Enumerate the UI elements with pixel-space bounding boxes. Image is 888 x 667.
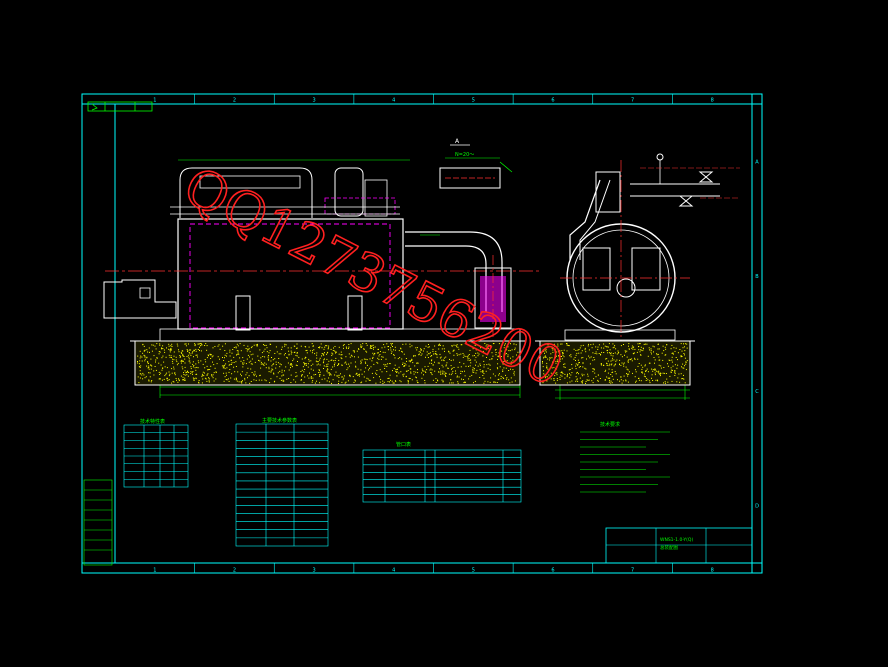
saddle-support (235, 295, 251, 331)
frame-row-label: D (755, 504, 759, 510)
detail-view: N=20～ A (439, 138, 513, 189)
pressure-gauge (656, 153, 664, 161)
frame-column-labels: 1 1 2 2 3 3 4 4 5 5 6 6 7 7 8 8 (153, 94, 714, 574)
table-title: 管口表 (396, 441, 411, 448)
title-block: WNS1-1.0-Y(Q) 总装配图 (605, 527, 753, 564)
frame-row-label: C (755, 389, 759, 395)
frame-col-label: 6 (551, 98, 554, 104)
boiler-side-view (555, 153, 740, 400)
frame-col-label: 3 (312, 568, 315, 574)
frame-row-label: B (755, 274, 759, 280)
furnace-hidden-line (189, 223, 391, 329)
frame-row-labels: A B C D (755, 159, 759, 509)
furnace-door-right (631, 247, 661, 291)
frame-col-label: 2 (233, 568, 236, 574)
frame-col-label: 6 (551, 568, 554, 574)
steam-pipe (630, 183, 720, 197)
tech-requirements: 技术要求 (580, 421, 670, 493)
revision-block (83, 479, 113, 566)
burner-housing (103, 279, 177, 319)
frame-col-label: 8 (711, 98, 714, 104)
section-mark: A (455, 138, 460, 145)
frame-col-label: 4 (392, 568, 395, 574)
gate-valve (678, 171, 714, 207)
frame-row-label: A (755, 159, 759, 165)
drawing-title: WNS1-1.0-Y(Q) (660, 537, 693, 543)
frame-col-label: 1 (153, 568, 156, 574)
table-nozzles: 管口表 (362, 441, 522, 503)
foundation-side (535, 340, 695, 386)
boiler-front-view (103, 159, 540, 398)
table-title: 技术特性表 (140, 418, 165, 425)
saddle-support (347, 295, 363, 331)
drawing-subtitle: 总装配图 (660, 544, 678, 551)
frame-col-label: 8 (711, 568, 714, 574)
top-left-stamp (87, 101, 153, 112)
requirements-title: 技术要求 (600, 421, 620, 428)
frame-col-label: 5 (472, 98, 475, 104)
burner-port (616, 278, 636, 298)
table-main-params: 主要技术参数表 (235, 417, 329, 547)
frame-col-label: 5 (472, 568, 475, 574)
frame-col-label: 4 (392, 98, 395, 104)
foundation-front (130, 340, 525, 386)
steam-header (334, 167, 364, 217)
table-title: 主要技术参数表 (262, 417, 297, 424)
detail-label: N=20～ (455, 152, 474, 158)
table-tech-params: 技术特性表 (123, 418, 189, 488)
frame-col-label: 1 (153, 98, 156, 104)
frame-col-label: 2 (233, 98, 236, 104)
frame-col-label: 3 (312, 98, 315, 104)
frame-col-label: 7 (631, 568, 634, 574)
furnace-door-left (582, 247, 611, 291)
chimney (595, 171, 621, 213)
flue-pipe (405, 231, 503, 312)
north-arrow-icon (91, 103, 98, 111)
frame-col-label: 7 (631, 98, 634, 104)
